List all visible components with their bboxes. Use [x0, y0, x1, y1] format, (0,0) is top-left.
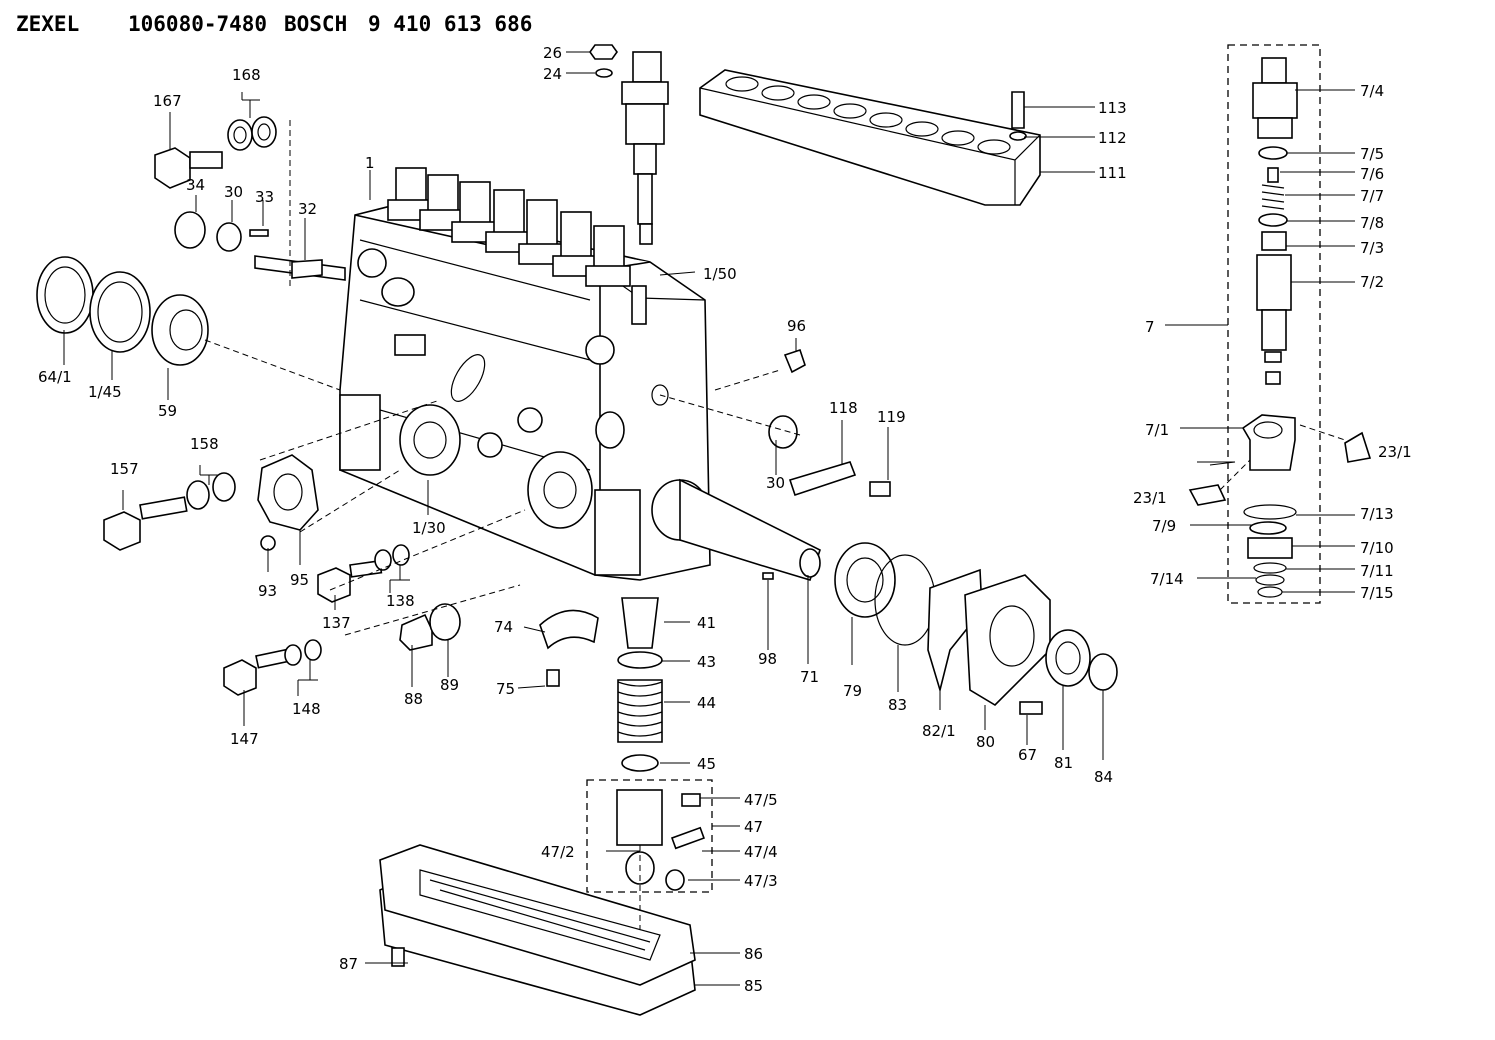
- label-41: 41: [697, 614, 716, 632]
- label-119: 119: [877, 408, 906, 426]
- label-67: 67: [1018, 746, 1037, 764]
- label-167: 167: [153, 92, 182, 110]
- label-7-4: 7/4: [1360, 82, 1384, 100]
- label-64-1: 64/1: [38, 368, 72, 386]
- tappet-spring-stack: [586, 597, 713, 893]
- left-side-parts: [36, 116, 599, 696]
- bottom-gaskets: [379, 844, 696, 1016]
- label-80: 80: [976, 733, 995, 751]
- label-112: 112: [1098, 129, 1127, 147]
- label-83: 83: [888, 696, 907, 714]
- label-87: 87: [339, 955, 358, 973]
- label-44: 44: [697, 694, 716, 712]
- label-7-8: 7/8: [1360, 214, 1384, 232]
- bosch-part-number: 9 410 613 686: [368, 12, 532, 36]
- label-7-11: 7/11: [1360, 562, 1394, 580]
- label-24: 24: [543, 65, 562, 83]
- label-81: 81: [1054, 754, 1073, 772]
- label-96: 96: [787, 317, 806, 335]
- label-88: 88: [404, 690, 423, 708]
- label-93: 93: [258, 582, 277, 600]
- label-86: 86: [744, 945, 763, 963]
- pump-element-assembly: [1188, 44, 1372, 604]
- label-7: 7: [1145, 318, 1155, 336]
- label-7-6: 7/6: [1360, 165, 1384, 183]
- label-7-1: 7/1: [1145, 421, 1169, 439]
- label-7-13: 7/13: [1360, 505, 1394, 523]
- label-47: 47: [744, 818, 763, 836]
- label-148: 148: [292, 700, 321, 718]
- delivery-valve-assembly: [589, 44, 669, 325]
- label-7-10: 7/10: [1360, 539, 1394, 557]
- camshaft: [651, 478, 821, 581]
- label-45: 45: [697, 755, 716, 773]
- label-84: 84: [1094, 768, 1113, 786]
- label-74: 74: [494, 618, 513, 636]
- label-33: 33: [255, 188, 274, 206]
- diagram-header: ZEXEL 106080-7480 BOSCH 9 410 613 686: [16, 12, 532, 36]
- label-7-3: 7/3: [1360, 239, 1384, 257]
- label-1-50: 1/50: [703, 265, 737, 283]
- governor-side-parts: [762, 348, 1118, 715]
- label-43: 43: [697, 653, 716, 671]
- label-26: 26: [543, 44, 562, 62]
- pump-housing: [339, 167, 821, 581]
- label-71: 71: [800, 668, 819, 686]
- label-138: 138: [386, 592, 415, 610]
- label-98: 98: [758, 650, 777, 668]
- label-75: 75: [496, 680, 515, 698]
- label-32: 32: [298, 200, 317, 218]
- label-30a: 30: [224, 183, 243, 201]
- delivery-valve-holders: [387, 167, 631, 287]
- label-47-4: 47/4: [744, 843, 778, 861]
- label-1-30: 1/30: [412, 519, 446, 537]
- label-59: 59: [158, 402, 177, 420]
- label-7-2: 7/2: [1360, 273, 1384, 291]
- label-118: 118: [829, 399, 858, 417]
- leader-lines: [63, 51, 1355, 986]
- label-47-3: 47/3: [744, 872, 778, 890]
- label-79: 79: [843, 682, 862, 700]
- label-30b: 30: [766, 474, 785, 492]
- label-7-5: 7/5: [1360, 145, 1384, 163]
- label-147: 147: [230, 730, 259, 748]
- label-157: 157: [110, 460, 139, 478]
- label-137: 137: [322, 614, 351, 632]
- label-47-2: 47/2: [541, 843, 575, 861]
- label-7-9: 7/9: [1152, 517, 1176, 535]
- label-7-14: 7/14: [1150, 570, 1184, 588]
- label-23-1-left: 23/1: [1133, 489, 1167, 507]
- label-1: 1: [365, 154, 375, 172]
- label-113: 113: [1098, 99, 1127, 117]
- assembly-guide-lines: [204, 120, 1346, 930]
- brand-bosch: BOSCH: [284, 12, 347, 36]
- label-47-5: 47/5: [744, 791, 778, 809]
- part-labels: 1 168 167 34 30 33 32 64/1 1/45 59 157 1…: [38, 44, 1412, 995]
- cover-plate: [699, 69, 1041, 206]
- label-7-7: 7/7: [1360, 187, 1384, 205]
- label-85: 85: [744, 977, 763, 995]
- brand-zexel: ZEXEL: [16, 12, 79, 36]
- label-23-1-right: 23/1: [1378, 443, 1412, 461]
- label-158: 158: [190, 435, 219, 453]
- label-89: 89: [440, 676, 459, 694]
- zexel-part-number: 106080-7480: [128, 12, 267, 36]
- label-82-1: 82/1: [922, 722, 956, 740]
- label-1-45: 1/45: [88, 383, 122, 401]
- label-111: 111: [1098, 164, 1127, 182]
- label-95: 95: [290, 571, 309, 589]
- label-34: 34: [186, 176, 205, 194]
- label-7-15: 7/15: [1360, 584, 1394, 602]
- label-168: 168: [232, 66, 261, 84]
